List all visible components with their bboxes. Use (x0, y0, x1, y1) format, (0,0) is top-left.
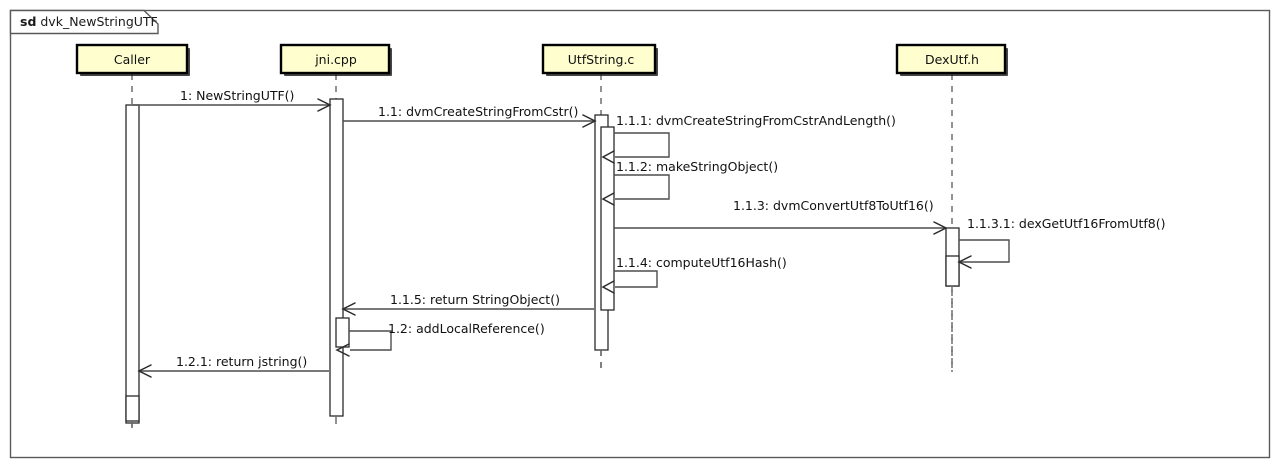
lifeline-label-dexutf: DexUtf.h (925, 52, 979, 67)
message-1-2-1[interactable]: 1.2.1: return jstring() (137, 354, 329, 378)
activation-bars (125, 98, 960, 424)
activation-caller-nested[interactable] (125, 395, 140, 422)
message-1-1-3-1[interactable]: 1.1.3.1: dexGetUtf16FromUtf8() (957, 216, 1165, 269)
message-1-1-1[interactable]: 1.1.1: dvmCreateStringFromCstrAndLength(… (601, 113, 896, 164)
message-1-1-2[interactable]: 1.1.2: makeStringObject() (601, 159, 778, 206)
activation-caller[interactable] (125, 104, 140, 424)
message-label-1-1-3: 1.1.3: dvmConvertUtf8ToUtf16() (733, 198, 934, 213)
lifeline-tails (131, 286, 953, 432)
frame-keyword: sd (20, 14, 36, 29)
message-1-2[interactable]: 1.2: addLocalReference() (335, 321, 545, 357)
message-1[interactable]: 1: NewStringUTF() (132, 88, 332, 112)
message-1-1-3[interactable]: 1.1.3: dvmConvertUtf8ToUtf16() (614, 198, 948, 235)
message-label-1-1: 1.1: dvmCreateStringFromCstr() (378, 104, 578, 119)
activation-utfstring-nested[interactable] (600, 126, 615, 311)
message-1-1-4[interactable]: 1.1.4: computeUtf16Hash() (601, 255, 787, 294)
message-1-1[interactable]: 1.1: dvmCreateStringFromCstr() (343, 104, 597, 128)
lifeline-head-jni[interactable]: jni.cpp (279, 43, 392, 76)
message-label-1-2-1: 1.2.1: return jstring() (176, 354, 307, 369)
message-label-1: 1: NewStringUTF() (180, 88, 294, 103)
message-label-1-1-3-1: 1.1.3.1: dexGetUtf16FromUtf8() (967, 216, 1165, 231)
frame-title-text: dvk_NewStringUTF (40, 14, 157, 29)
activation-jni-nested[interactable] (335, 317, 350, 348)
activation-dexutf-nested[interactable] (945, 255, 960, 287)
message-label-1-2: 1.2: addLocalReference() (388, 321, 545, 336)
message-label-1-1-2: 1.1.2: makeStringObject() (616, 159, 778, 174)
message-label-1-1-1: 1.1.1: dvmCreateStringFromCstrAndLength(… (616, 113, 896, 128)
lifeline-head-dexutf[interactable]: DexUtf.h (895, 43, 1008, 76)
message-label-1-1-4: 1.1.4: computeUtf16Hash() (616, 255, 787, 270)
activation-jni[interactable] (329, 98, 344, 417)
lifeline-label-utfstring: UtfString.c (568, 52, 635, 67)
lifeline-head-caller[interactable]: Caller (75, 43, 190, 76)
message-label-1-1-5: 1.1.5: return StringObject() (390, 292, 560, 307)
lifeline-head-utfstring[interactable]: UtfString.c (541, 43, 658, 76)
frame-title: sd dvk_NewStringUTF (20, 14, 158, 29)
lifeline-label-jni: jni.cpp (314, 52, 357, 67)
interaction-frame: sd dvk_NewStringUTF (9, 9, 1271, 459)
lifeline-label-caller: Caller (114, 52, 151, 67)
message-1-1-5[interactable]: 1.1.5: return StringObject() (341, 292, 594, 316)
